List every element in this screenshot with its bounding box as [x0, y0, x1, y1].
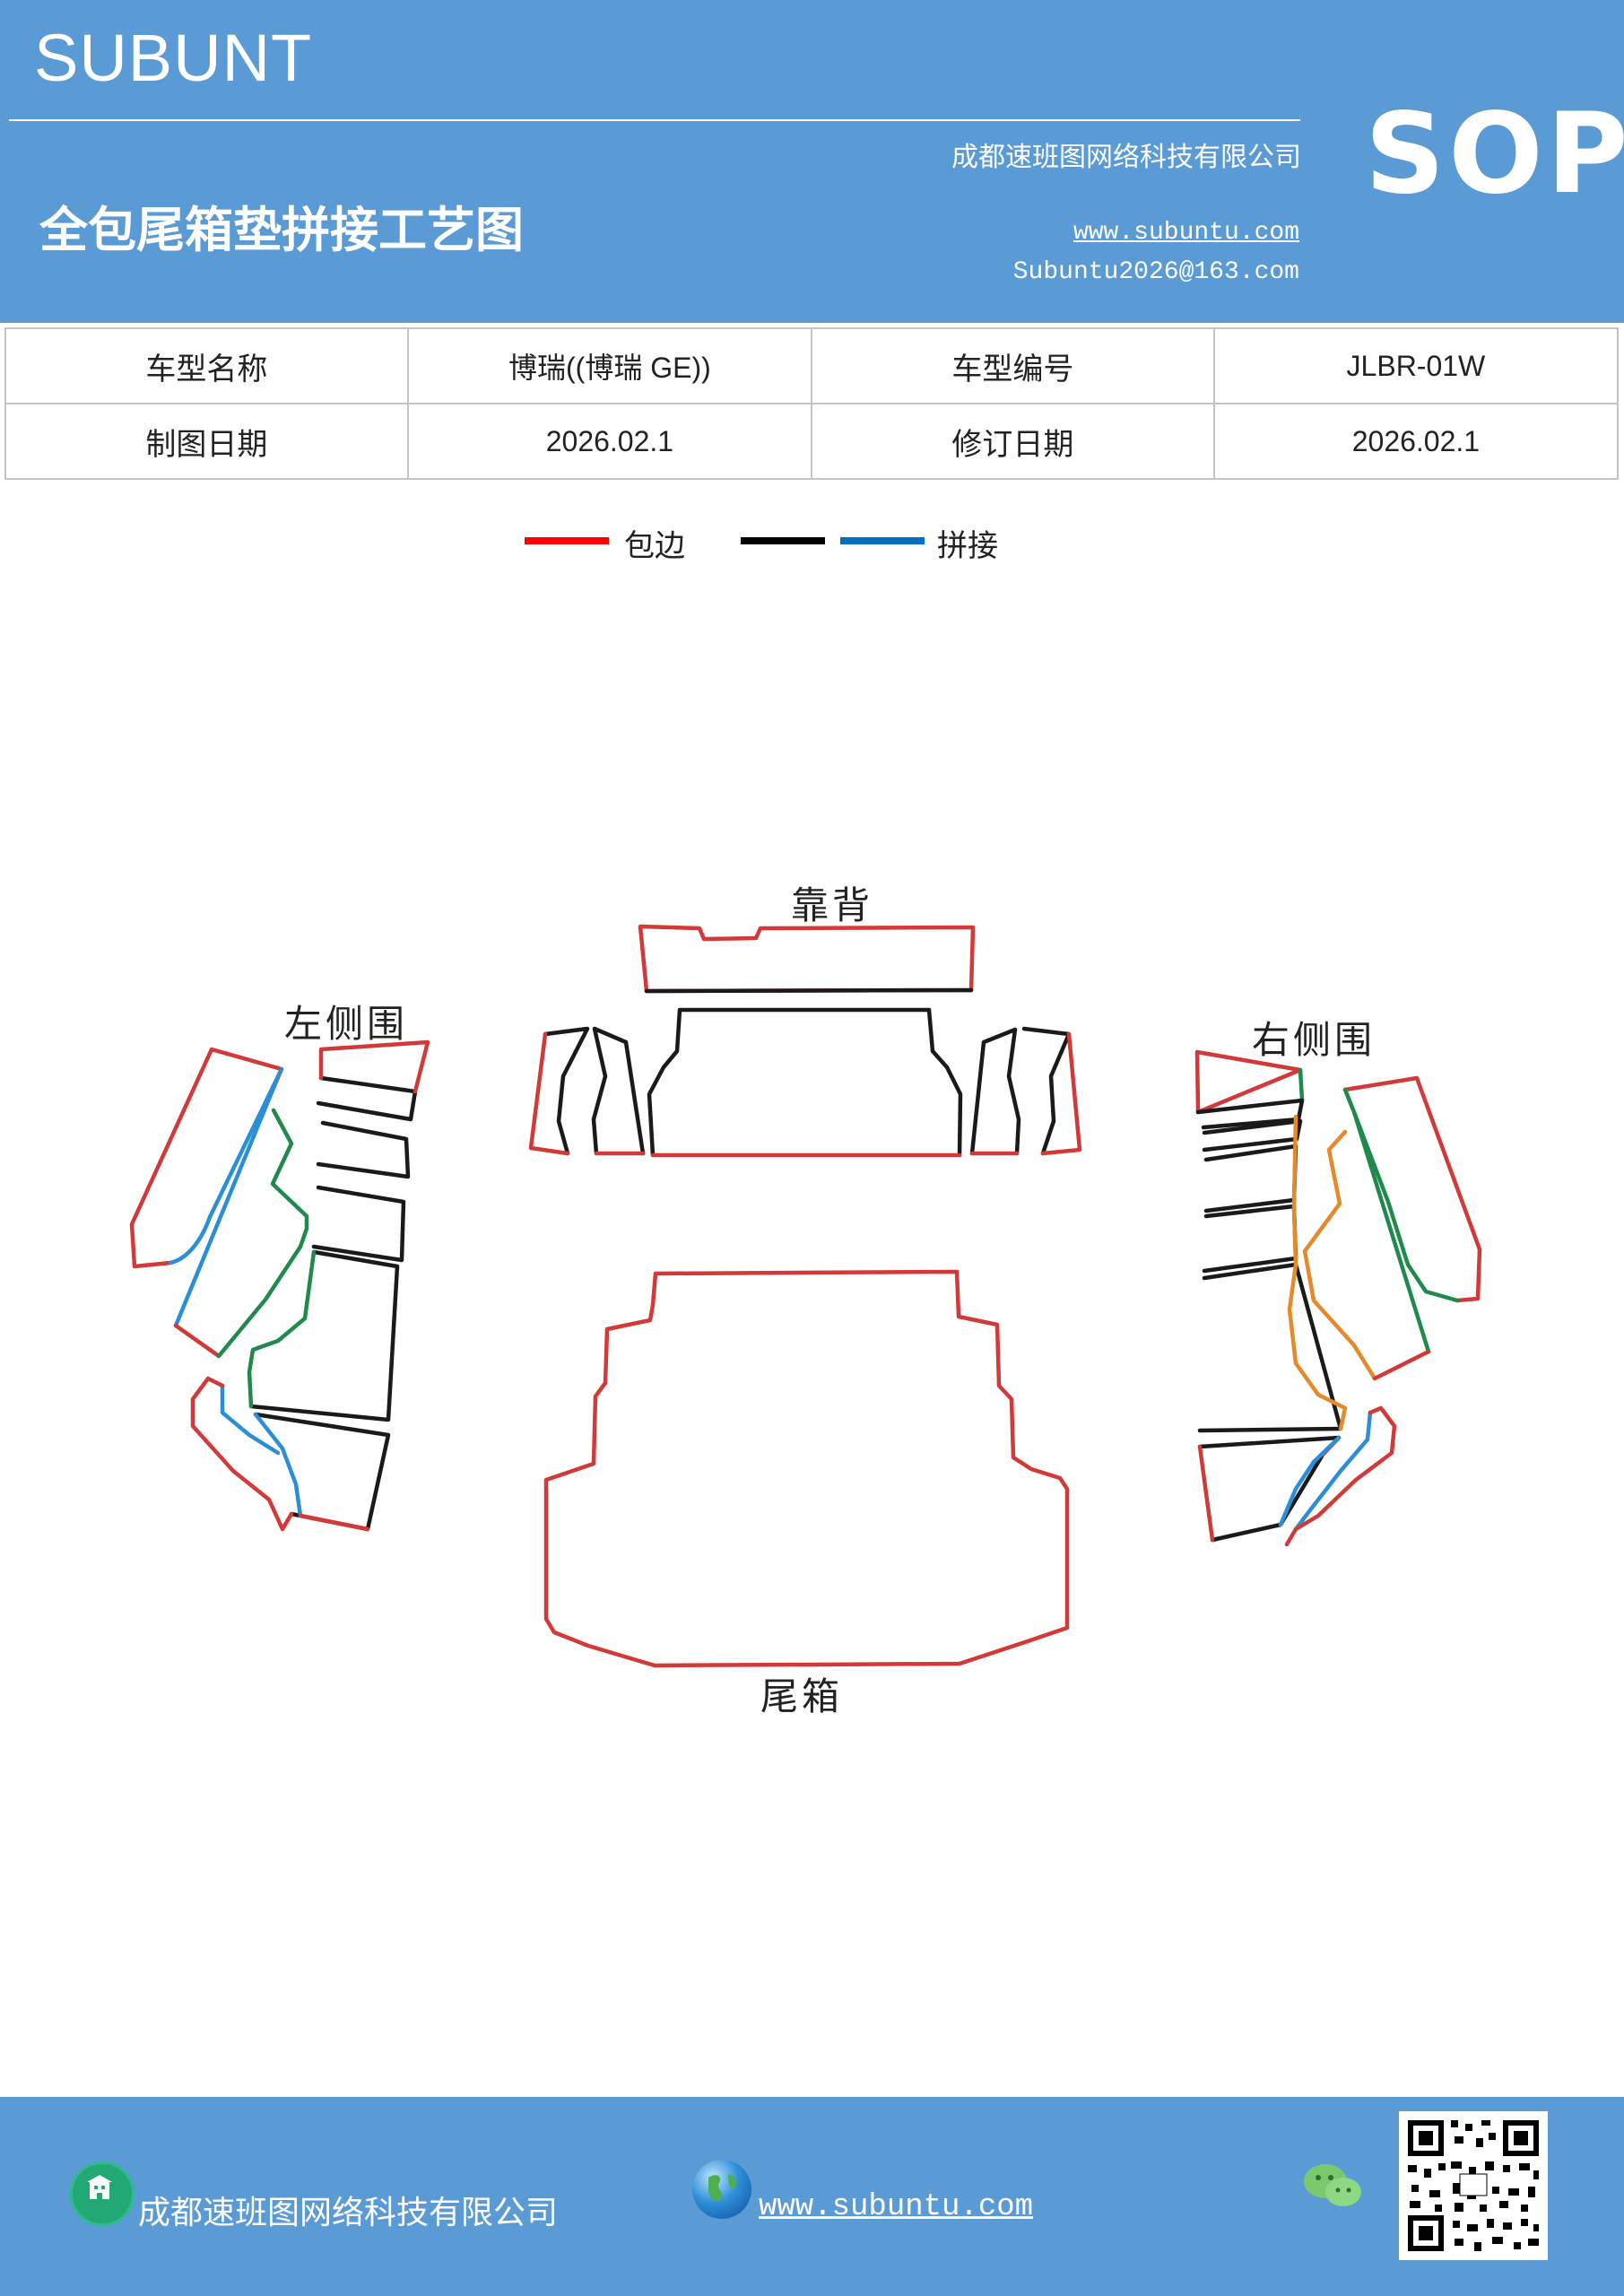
backrest-left-outer: [543, 1026, 590, 1156]
header-divider: [9, 119, 1300, 121]
model-name-value: 博瑞((博瑞 GE)): [406, 327, 812, 404]
right-wall-piece-a: [1195, 1098, 1305, 1130]
brand-name: SUBUNT: [34, 21, 313, 95]
backrest-seam: [644, 987, 974, 994]
legend-splice-line: [840, 537, 925, 544]
backrest-right-outer-edge: [1040, 1031, 1082, 1156]
right-wall-bottom-piece: [1197, 1435, 1342, 1543]
table-row: 制图日期 2026.02.1 修订日期 2026.02.1: [4, 403, 1620, 480]
right-wall-top-seam: [1298, 1067, 1305, 1103]
website-link[interactable]: www.subuntu.com: [1073, 219, 1299, 247]
revise-date-value: 2026.02.1: [1212, 403, 1620, 480]
company-name: 成都速班图网络科技有限公司: [951, 142, 1301, 173]
right-wall-piece-e: [1197, 1262, 1343, 1433]
info-table: 车型名称 博瑞((博瑞 GE)) 车型编号 JLBR-01W 制图日期 2026…: [4, 327, 1620, 480]
left-side-label: 左侧围: [284, 1002, 409, 1046]
right-wall-orange-seam-2: [1302, 1129, 1377, 1381]
backrest-label: 靠背: [791, 883, 874, 927]
backrest-left-inner: [591, 1026, 646, 1156]
building-icon: [70, 2161, 135, 2226]
qr-code[interactable]: [1399, 2111, 1548, 2260]
wechat-icon[interactable]: [1302, 2161, 1365, 2212]
left-wall-bottom-edge: [190, 1376, 370, 1532]
email-address: Subuntu2026@163.com: [1012, 258, 1299, 286]
left-wall-splice-1: [168, 1066, 284, 1265]
header-banner: SUBUNT 成都速班图网络科技有限公司 全包尾箱垫拼接工艺图 www.subu…: [0, 0, 1624, 323]
right-wall-bottom-edge: [1197, 1435, 1342, 1543]
left-wall-piece-d: [248, 1249, 400, 1422]
right-wall-large-bottom-edge: [1372, 1349, 1431, 1381]
footer-website-link[interactable]: www.subuntu.com: [759, 2190, 1034, 2224]
left-wall-piece-b: [316, 1120, 411, 1179]
model-code-value: JLBR-01W: [1212, 327, 1620, 404]
draw-date-label: 制图日期: [4, 403, 409, 480]
right-wall-piece-d: [1202, 1204, 1298, 1274]
right-wall-bottom-edge-2: [1284, 1405, 1397, 1547]
globe-icon: [692, 2160, 751, 2219]
right-wall-large-seam-2: [1351, 1109, 1431, 1354]
right-wall-piece-b: [1202, 1118, 1303, 1152]
right-wall-bottom-splice: [1278, 1410, 1373, 1532]
right-wall-large-edge: [1342, 1075, 1482, 1303]
left-wall-piece-a: [316, 1075, 418, 1122]
right-wall-orange-seam: [1287, 1114, 1348, 1431]
backrest-panel: [638, 924, 976, 994]
legend-splice-label: 拼接: [937, 528, 998, 564]
backrest-right-inner: [969, 1027, 1021, 1156]
trunk-floor-panel: [543, 1269, 1070, 1668]
left-wall-bottom-splice: [220, 1383, 303, 1518]
sop-badge: SOP: [1365, 90, 1624, 219]
footer-company-name: 成都速班图网络科技有限公司: [138, 2195, 559, 2231]
backrest-left-outer-edge: [528, 1031, 570, 1156]
draw-date-value: 2026.02.1: [406, 403, 812, 480]
right-wall-piece-c: [1203, 1144, 1298, 1213]
left-wall-splice-2: [173, 1079, 279, 1328]
legend: 包边 拼接: [0, 516, 1624, 578]
left-wall-lower-edge: [173, 1323, 221, 1359]
left-wall-piece-a-edge: [318, 1039, 430, 1094]
document-title: 全包尾箱垫拼接工艺图: [39, 202, 524, 258]
revise-date-label: 修订日期: [810, 403, 1215, 480]
footer-banner: 成都速班图网络科技有限公司 www.subuntu.com: [0, 2097, 1624, 2296]
backrest-lower-center: [647, 1007, 963, 1158]
right-wall-top-edge: [1194, 1049, 1303, 1115]
model-code-label: 车型编号: [810, 327, 1215, 404]
legend-edge-line: [525, 537, 609, 544]
left-wall-green-seam: [216, 1108, 309, 1359]
left-wall-outer-edge: [129, 1047, 284, 1269]
left-wall-piece-c: [311, 1185, 406, 1263]
legend-black-line: [741, 537, 825, 544]
trunk-label: 尾箱: [760, 1674, 844, 1718]
left-wall-piece-d-seam: [247, 1249, 317, 1409]
right-wall-large-seam: [1342, 1087, 1460, 1303]
table-row: 车型名称 博瑞((博瑞 GE)) 车型编号 JLBR-01W: [4, 327, 1620, 404]
model-name-label: 车型名称: [4, 327, 409, 404]
legend-edge-label: 包边: [624, 528, 685, 564]
backrest-right-outer: [1021, 1026, 1072, 1156]
right-side-label: 右侧围: [1252, 1018, 1376, 1062]
